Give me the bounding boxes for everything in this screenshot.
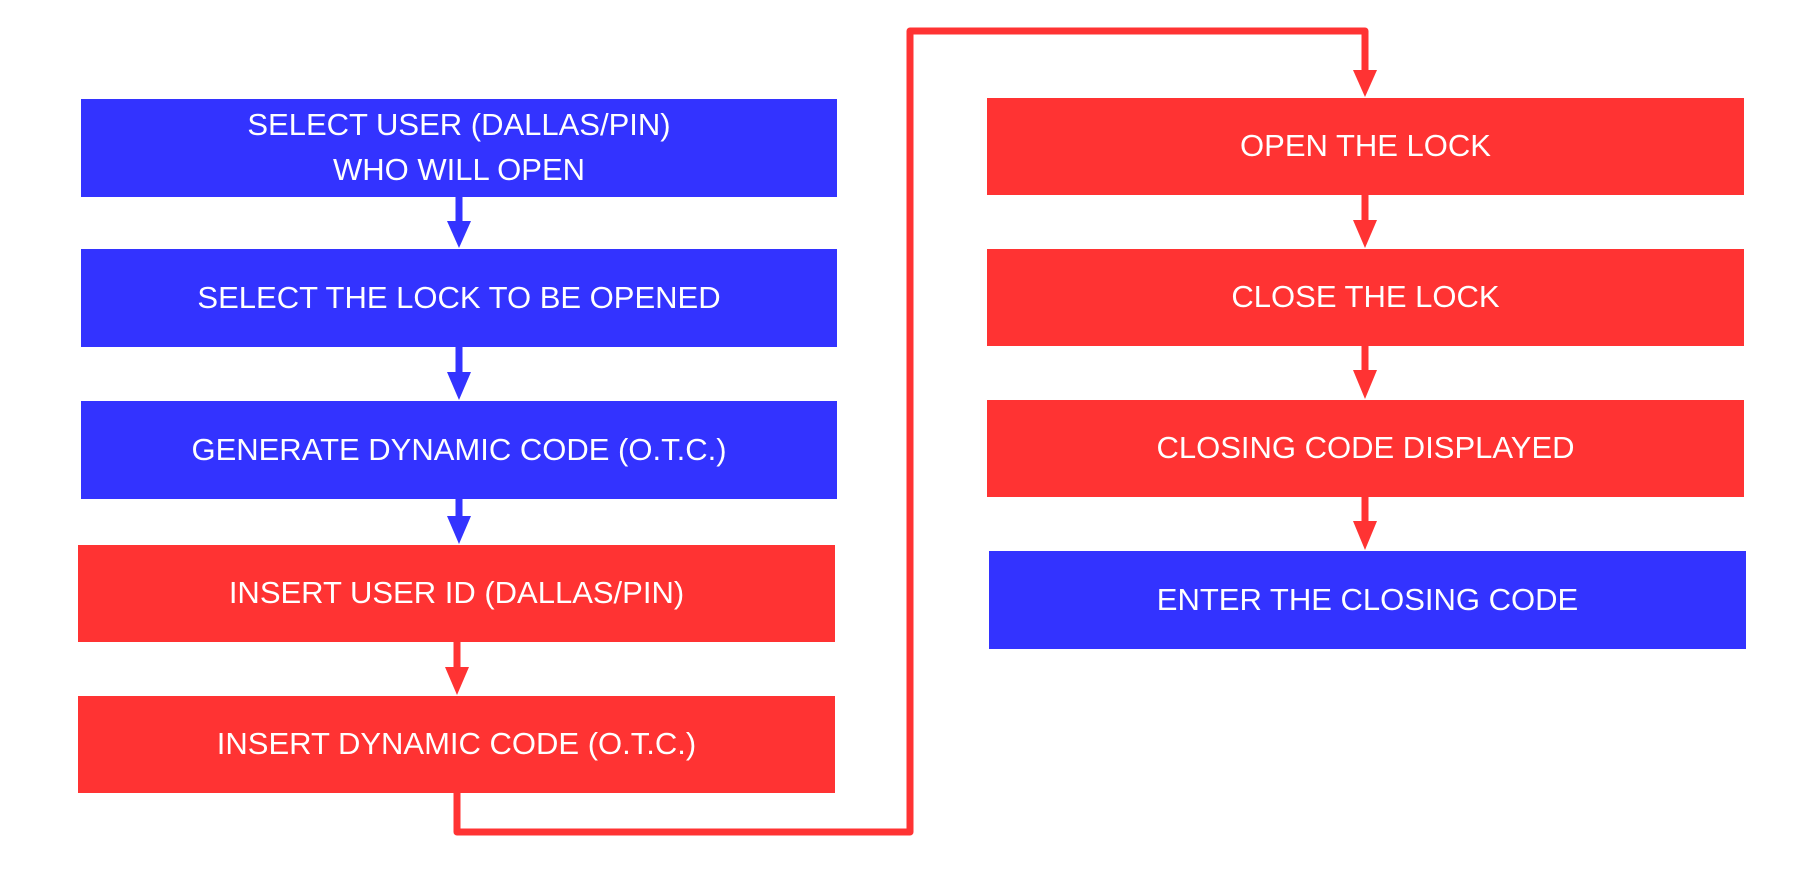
arrow-step4-to-step5 bbox=[445, 642, 469, 695]
step-select-user: SELECT USER (DALLAS/PIN) WHO WILL OPEN bbox=[81, 99, 837, 197]
arrow-step7-to-step8 bbox=[1353, 346, 1377, 399]
step-open-lock: OPEN THE LOCK bbox=[987, 98, 1744, 195]
arrow-step1-to-step2 bbox=[447, 197, 471, 248]
step-close-lock: CLOSE THE LOCK bbox=[987, 249, 1744, 346]
step-insert-dynamic-code: INSERT DYNAMIC CODE (O.T.C.) bbox=[78, 696, 835, 793]
step-generate-dynamic-code: GENERATE DYNAMIC CODE (O.T.C.) bbox=[81, 401, 837, 499]
step-closing-code-displayed: CLOSING CODE DISPLAYED bbox=[987, 400, 1744, 497]
arrow-step6-to-step7 bbox=[1353, 195, 1377, 248]
arrow-step3-to-step4 bbox=[447, 499, 471, 544]
arrow-step8-to-step9 bbox=[1353, 497, 1377, 550]
step-enter-closing-code: ENTER THE CLOSING CODE bbox=[989, 551, 1746, 649]
step-select-lock: SELECT THE LOCK TO BE OPENED bbox=[81, 249, 837, 347]
arrow-step5-to-step6 bbox=[453, 27, 1377, 836]
step-insert-user-id: INSERT USER ID (DALLAS/PIN) bbox=[78, 545, 835, 642]
arrow-step2-to-step3 bbox=[447, 347, 471, 400]
